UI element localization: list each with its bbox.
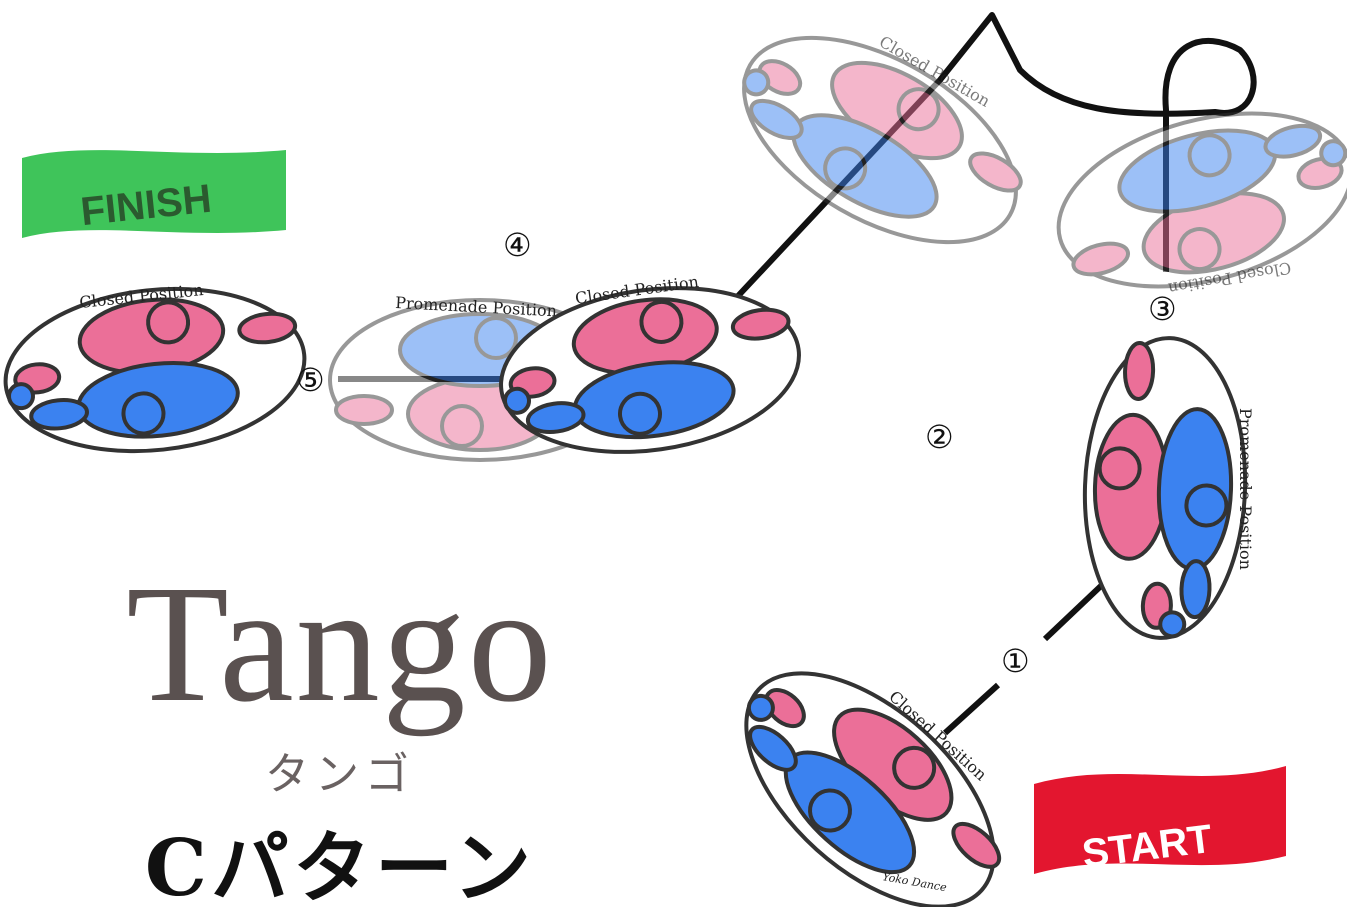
position-label-promenade-right: Promenade Position — [1236, 408, 1255, 570]
step-marker-2: ② — [925, 418, 954, 456]
step-marker-5: ⑤ — [296, 361, 325, 399]
title-main: Tango — [126, 551, 554, 737]
step-marker-1: ① — [1001, 642, 1030, 680]
start-flag: START — [1034, 766, 1286, 876]
finish-flag: FINISH — [22, 150, 286, 238]
couple-promenade-right — [1080, 335, 1250, 640]
step-marker-3: ③ — [1148, 290, 1177, 328]
title-block: Tango タンゴ Cパターン — [40, 560, 640, 918]
title-kana: タンゴ — [265, 749, 415, 800]
title-pattern: Cパターン — [144, 823, 536, 914]
step-marker-4: ④ — [503, 226, 532, 264]
